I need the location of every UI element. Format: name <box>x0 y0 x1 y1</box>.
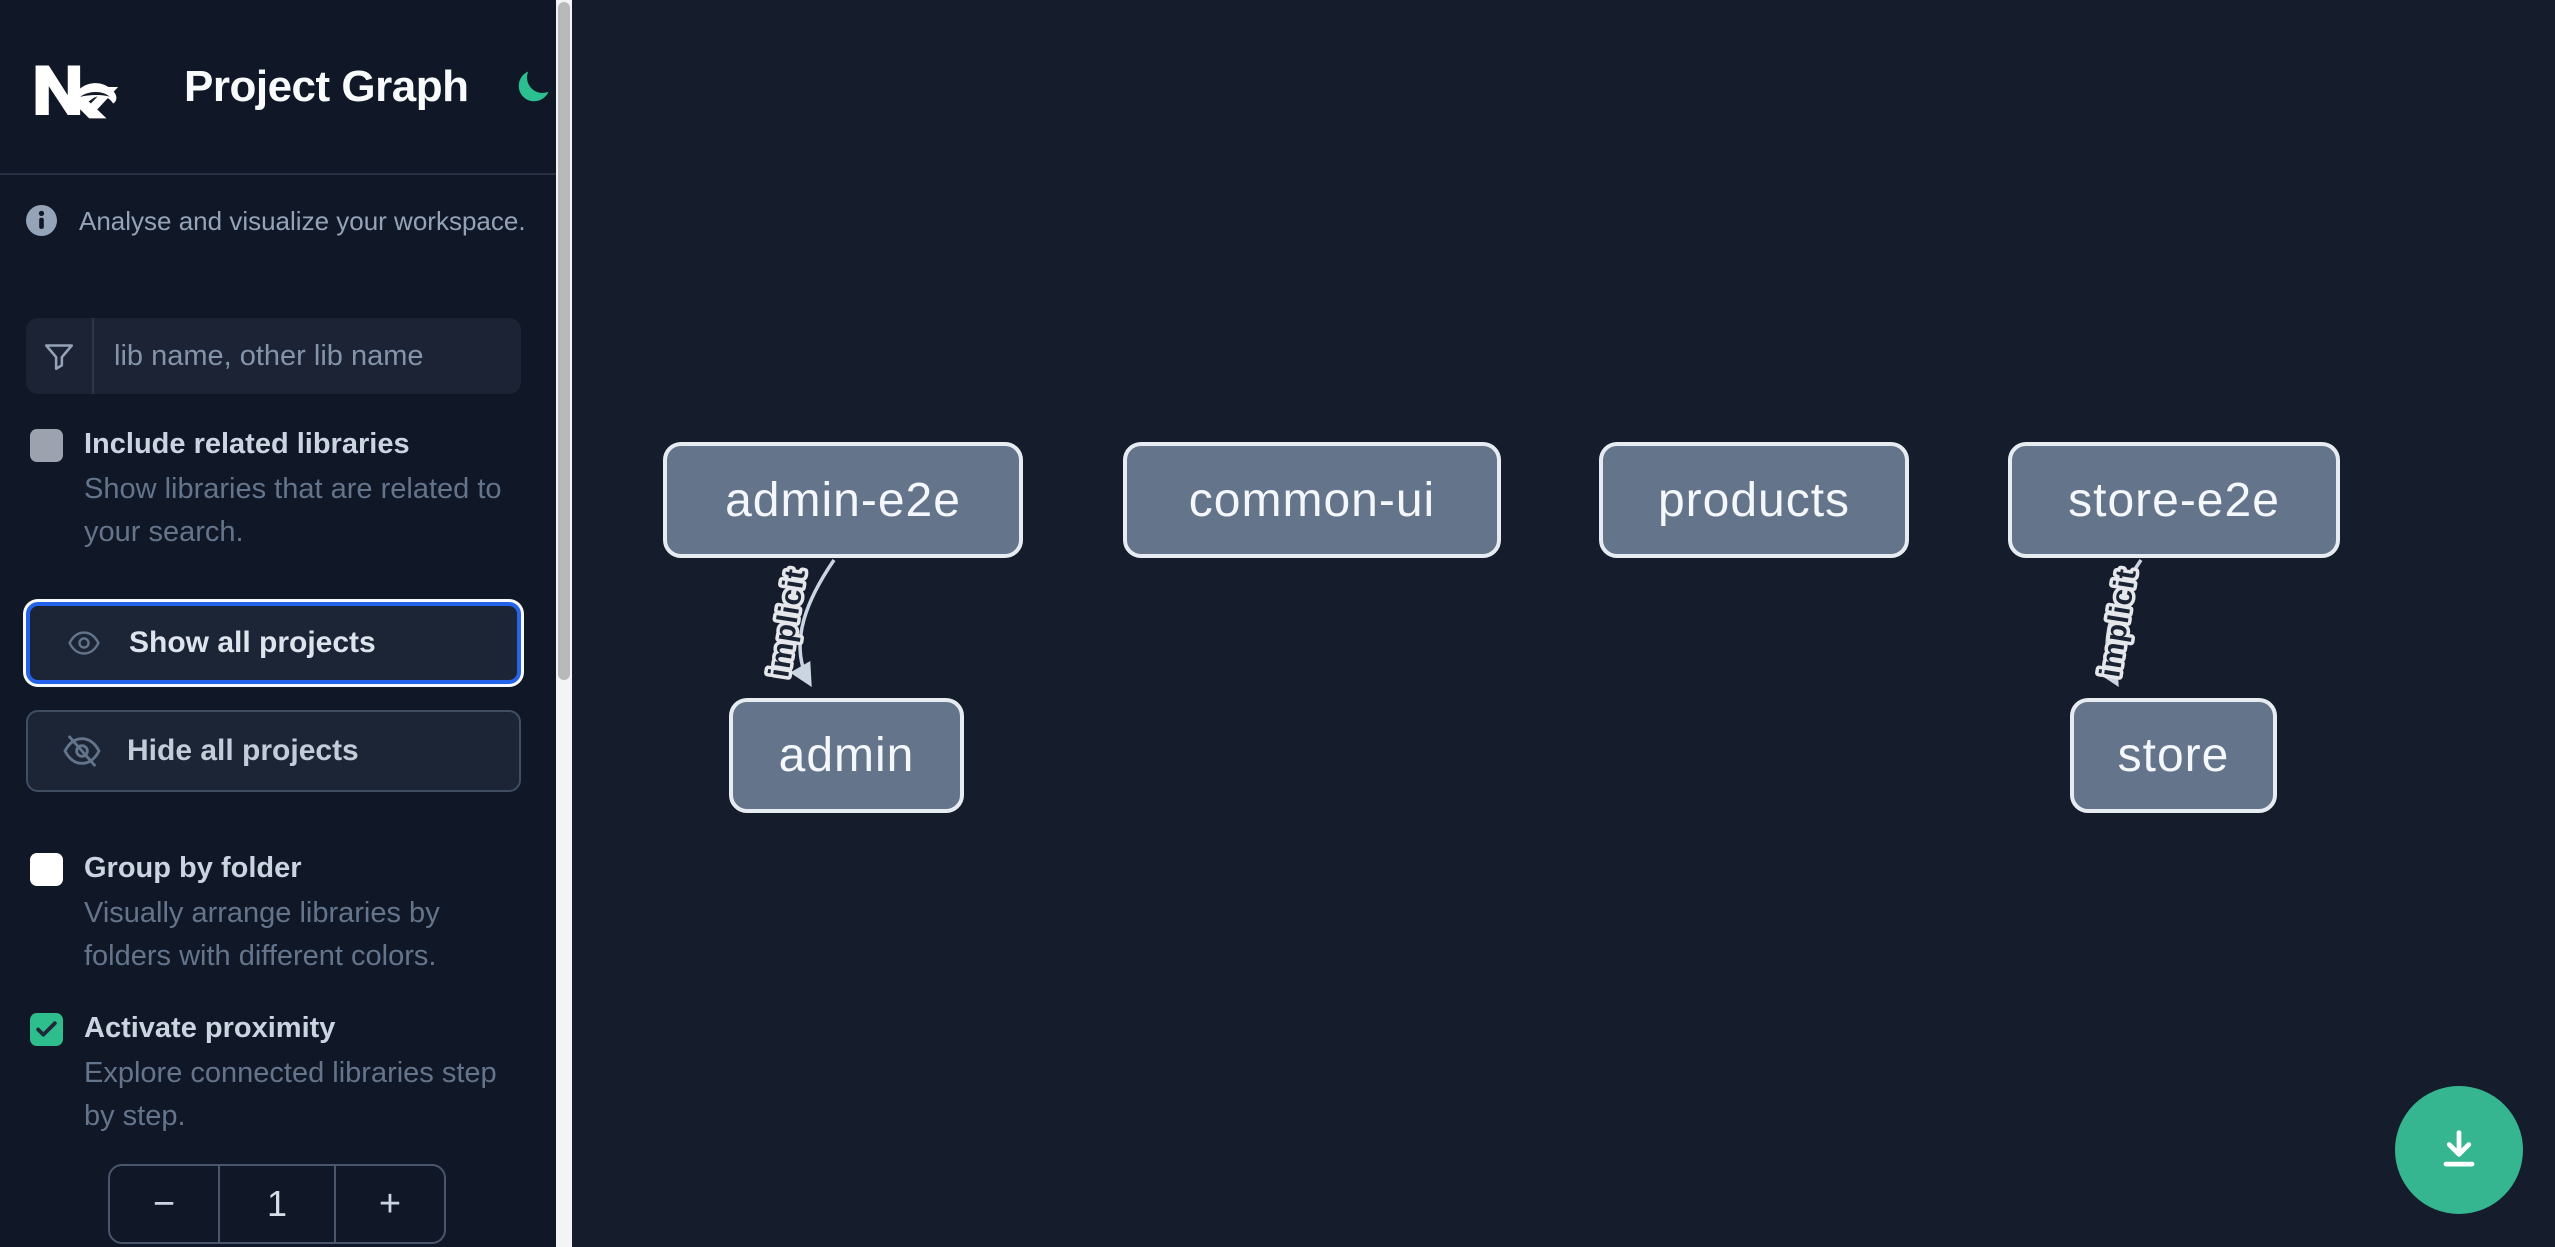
edge-admin-e2e-to-admin: implicit <box>760 559 836 688</box>
eye-icon <box>68 631 100 655</box>
funnel-icon <box>44 344 74 371</box>
activate-proximity-label: Activate proximity <box>84 1012 336 1044</box>
graph-node-admin[interactable]: admin <box>729 698 964 813</box>
activate-proximity-checkbox[interactable] <box>30 1013 63 1046</box>
include-related-label: Include related libraries <box>84 428 410 460</box>
group-by-folder-label: Group by folder <box>84 852 302 884</box>
page-title: Project Graph <box>184 61 469 111</box>
info-icon <box>26 205 57 236</box>
edge-store-e2e-to-store: implicit <box>2091 559 2147 688</box>
hide-all-projects-label: Hide all projects <box>127 734 359 767</box>
include-related-checkbox[interactable] <box>30 429 63 462</box>
edge-label-implicit: implicit <box>2094 566 2143 679</box>
option-group-by-folder: Group by folder Visually arrange librari… <box>30 850 521 978</box>
nx-logo-icon <box>35 65 119 118</box>
filter-input[interactable] <box>94 318 521 394</box>
proximity-value: 1 <box>218 1166 336 1242</box>
download-icon <box>2443 1130 2475 1167</box>
sidebar-scrollbar-thumb[interactable] <box>558 2 570 680</box>
download-graph-button[interactable] <box>2395 1086 2523 1214</box>
group-by-folder-checkbox[interactable] <box>30 853 63 886</box>
graph-node-store-e2e[interactable]: store-e2e <box>2008 442 2340 558</box>
dark-mode-toggle[interactable] <box>514 68 552 106</box>
include-related-description: Show libraries that are related to your … <box>84 473 502 548</box>
graph-node-admin-e2e[interactable]: admin-e2e <box>663 442 1023 558</box>
show-all-projects-label: Show all projects <box>129 626 376 659</box>
moon-icon <box>519 71 549 101</box>
info-banner: Analyse and visualize your workspace. <box>26 205 544 238</box>
checkmark-icon <box>36 1021 57 1037</box>
graph-node-products[interactable]: products <box>1599 442 1909 558</box>
graph-node-common-ui[interactable]: common-ui <box>1123 442 1501 558</box>
proximity-decrement-button[interactable]: − <box>110 1166 218 1242</box>
sidebar-scrollbar-track[interactable] <box>556 0 572 1247</box>
hide-all-projects-button[interactable]: Hide all projects <box>26 710 521 792</box>
proximity-increment-button[interactable]: + <box>336 1166 444 1242</box>
filter-icon-segment <box>26 318 94 394</box>
sidebar-header: Project Graph <box>0 0 556 175</box>
sidebar: Project Graph Analyse and visualize your… <box>0 0 556 1247</box>
edge-label-implicit: implicit <box>763 566 812 679</box>
graph-node-store[interactable]: store <box>2070 698 2277 813</box>
eye-slash-icon <box>63 735 101 767</box>
group-by-folder-description: Visually arrange libraries by folders wi… <box>84 897 440 972</box>
filter-box <box>26 318 521 394</box>
activate-proximity-description: Explore connected libraries step by step… <box>84 1057 497 1132</box>
option-include-related: Include related libraries Show libraries… <box>30 426 521 554</box>
option-activate-proximity: Activate proximity Explore connected lib… <box>30 1010 521 1138</box>
show-all-projects-button[interactable]: Show all projects <box>26 602 521 684</box>
info-text: Analyse and visualize your workspace. <box>79 206 526 236</box>
proximity-stepper: − 1 + <box>108 1164 446 1244</box>
